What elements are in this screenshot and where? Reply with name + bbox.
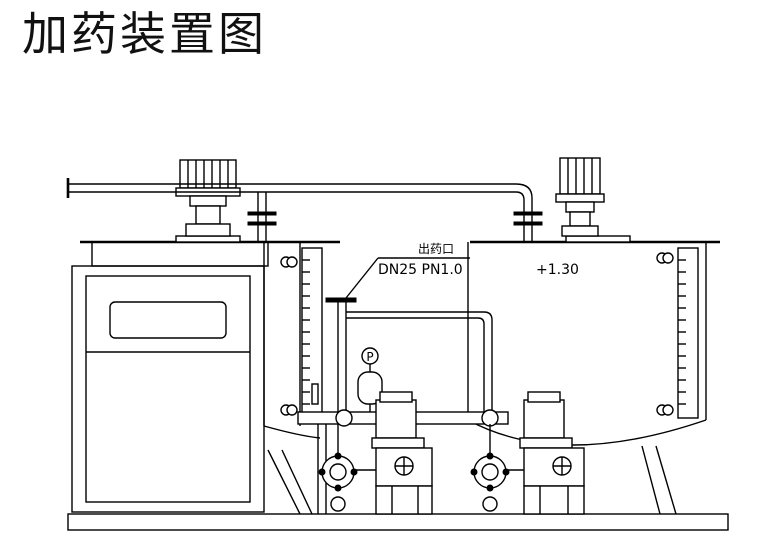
control-cabinet — [71, 241, 269, 513]
gauge-symbol: P — [366, 350, 373, 364]
base-skid — [67, 513, 729, 531]
outlet-label: 出药口 — [418, 242, 454, 256]
pressure-gauge: P — [357, 347, 383, 412]
left-tank — [80, 235, 340, 515]
discharge-line — [325, 257, 493, 420]
level-gauge-right — [656, 247, 699, 419]
level-gauge-left — [280, 247, 323, 419]
elevation-label: +1.30 — [536, 262, 579, 278]
page-title: 加药装置图 — [22, 7, 267, 61]
diaphragm-head-2 — [470, 424, 524, 512]
metering-pump-2 — [519, 391, 585, 515]
left-agitator-motor — [175, 159, 241, 237]
diaphragm-head-1 — [318, 424, 376, 512]
right-agitator-motor — [555, 157, 605, 237]
metering-pump-1 — [371, 391, 433, 515]
pipe-spec-label: DN25 PN1.0 — [378, 262, 463, 278]
top-pipe — [66, 178, 543, 242]
right-tank — [467, 235, 720, 515]
